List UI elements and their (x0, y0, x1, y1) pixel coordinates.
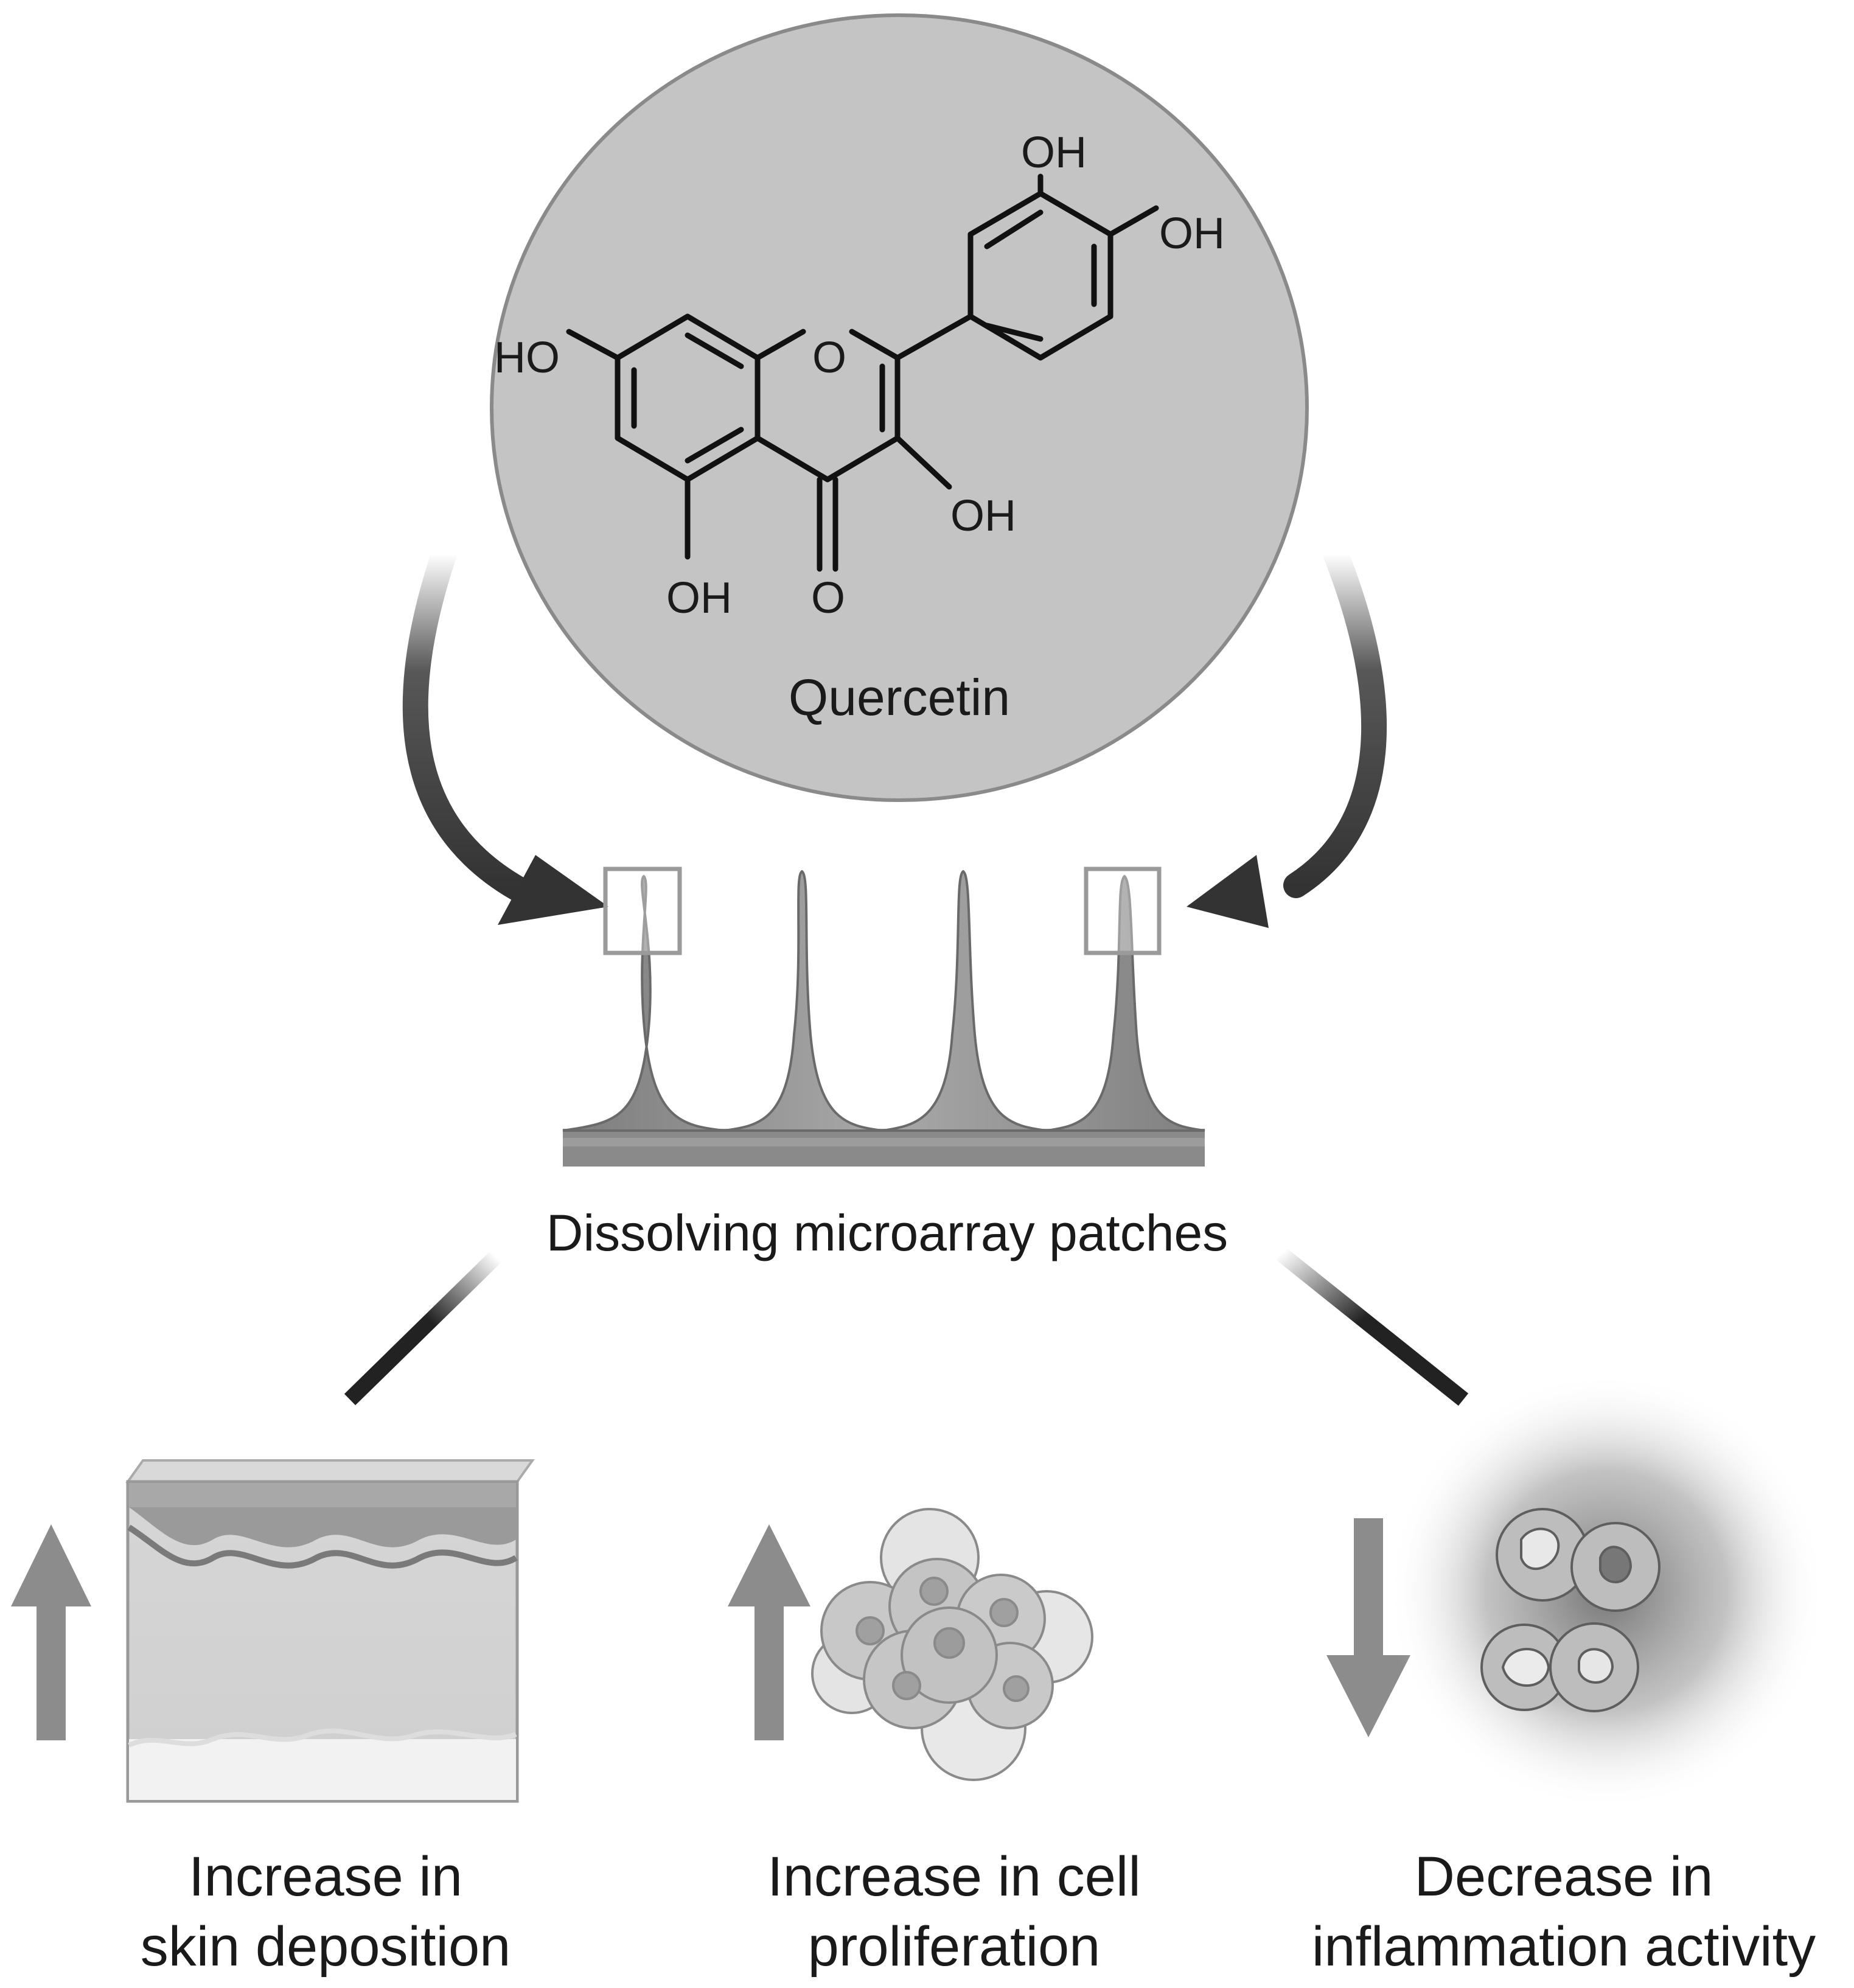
atom-oh-c5: OH (666, 574, 732, 623)
immune-cells (1480, 1508, 1661, 1712)
connector-left (344, 1250, 502, 1406)
atom-o-keto: O (811, 574, 845, 623)
skin-illustration (125, 1459, 535, 1803)
outcome-inflammation-line1: Decrease in (1415, 1846, 1713, 1908)
outcome-skin-deposition: Increase in skin deposition (11, 1459, 535, 1978)
atom-oh-right: OH (1159, 209, 1225, 258)
outcome-cells-line2: proliferation (808, 1916, 1101, 1978)
outcome-inflammation-line2: inflammation activity (1312, 1916, 1816, 1978)
atom-ho-left: HO (494, 333, 560, 382)
outcome-skin-line1: Increase in (189, 1846, 462, 1908)
outcome-inflammation: Decrease in inflammation activity (1312, 1372, 1825, 1978)
atom-oh-top: OH (1021, 128, 1087, 177)
left-curved-arrow (402, 541, 608, 925)
right-curved-arrow (1187, 541, 1387, 928)
microarray-patch (562, 867, 1205, 1167)
molecule-name: Quercetin (789, 669, 1010, 726)
quercetin-structure (566, 173, 1159, 572)
quercetin-group: OH OH HO O OH OH O Quercetin (490, 13, 1309, 802)
connector-right (1275, 1247, 1469, 1406)
atom-oh-c3: OH (950, 492, 1016, 540)
highlight-box-left (603, 867, 682, 955)
outcome-cells-line1: Increase in cell (767, 1846, 1141, 1908)
atom-o-ring: O (812, 333, 846, 382)
up-arrow-skin (11, 1524, 91, 1740)
patch-label: Dissolving microarray patches (546, 1204, 1228, 1261)
outcome-cell-proliferation: Increase in cell proliferation (728, 1508, 1141, 1978)
down-arrow-inflammation (1326, 1518, 1410, 1737)
connector-lines (344, 1247, 1469, 1494)
highlight-box-right (1084, 867, 1162, 955)
outcome-skin-line2: skin deposition (141, 1916, 511, 1978)
up-arrow-cells (728, 1524, 810, 1740)
patch-base (563, 1129, 1205, 1167)
cell-cluster (811, 1508, 1093, 1781)
